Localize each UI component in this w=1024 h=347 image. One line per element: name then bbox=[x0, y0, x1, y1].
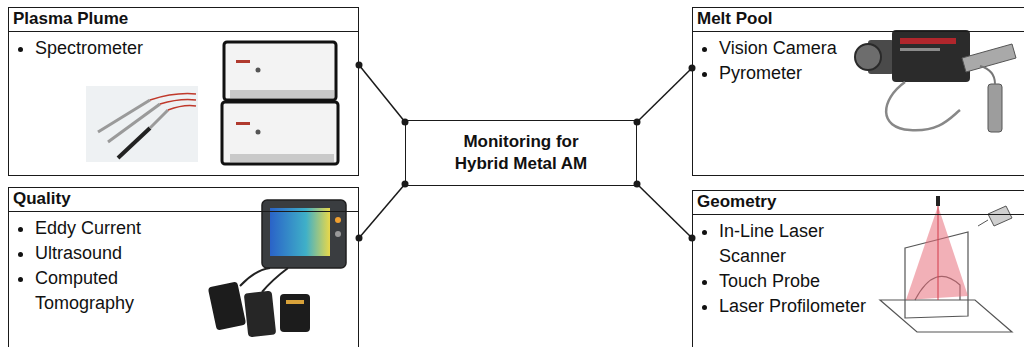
illustration-shape bbox=[150, 110, 168, 128]
ndt-device bbox=[208, 200, 346, 337]
laser-scanner-sketch bbox=[880, 196, 1012, 332]
illustration-shape bbox=[244, 291, 276, 338]
illustration-shape bbox=[230, 154, 334, 162]
illustration-shape bbox=[280, 294, 310, 332]
illustration-shape bbox=[962, 44, 1016, 72]
illustration-shape bbox=[900, 48, 940, 51]
illustration-shape bbox=[108, 104, 160, 142]
illustration-shape bbox=[230, 90, 334, 98]
illustration-shape bbox=[855, 44, 881, 70]
illustration-shape bbox=[286, 300, 304, 304]
connector-line bbox=[637, 184, 692, 238]
illustration-shape bbox=[160, 100, 196, 105]
connector-line bbox=[359, 65, 405, 122]
bullet-item: Pyrometer bbox=[719, 61, 889, 86]
connector-group bbox=[356, 62, 696, 242]
illustration-shape bbox=[988, 84, 1002, 132]
illustration-shape bbox=[978, 220, 988, 226]
bullet-item: Laser Profilometer bbox=[719, 294, 879, 319]
bullet-item: Computed Tomography bbox=[35, 266, 175, 316]
connector-dot bbox=[356, 62, 363, 69]
bullet-list: Spectrometer bbox=[9, 36, 235, 61]
illustration-shape bbox=[118, 128, 150, 158]
illustration-shape bbox=[270, 208, 330, 256]
illustration-shape bbox=[892, 30, 970, 82]
box-heading: Plasma Plume bbox=[9, 8, 358, 32]
illustration-shape bbox=[256, 68, 261, 73]
probe-photo bbox=[86, 86, 198, 162]
illustration-shape bbox=[86, 86, 198, 162]
illustration-shape bbox=[208, 281, 246, 330]
illustration-shape bbox=[988, 206, 1012, 226]
category-box: QualityEddy CurrentUltrasoundComputed To… bbox=[8, 187, 359, 347]
hub-box: Monitoring for Hybrid Metal AM bbox=[405, 120, 637, 186]
bullet-list: Eddy CurrentUltrasoundComputed Tomograph… bbox=[9, 216, 175, 316]
illustration-shape bbox=[980, 66, 995, 84]
connector-line bbox=[637, 68, 692, 122]
bullet-item: Spectrometer bbox=[35, 36, 235, 61]
illustration-shape bbox=[262, 200, 346, 268]
illustration-shape bbox=[886, 82, 960, 130]
illustration-shape bbox=[222, 102, 338, 164]
category-box: Plasma PlumeSpectrometer bbox=[8, 7, 359, 176]
illustration-shape bbox=[236, 60, 250, 63]
connector-dot bbox=[356, 235, 363, 242]
spectrometer-device bbox=[222, 42, 338, 164]
bullet-item: Touch Probe bbox=[719, 269, 879, 294]
category-box: Melt PoolVision CameraPyrometer bbox=[692, 7, 1024, 176]
illustration-shape bbox=[880, 300, 1012, 332]
hub-title: Monitoring for Hybrid Metal AM bbox=[441, 131, 601, 175]
bullet-item: Eddy Current bbox=[35, 216, 175, 241]
illustration-shape bbox=[938, 206, 939, 300]
connector-line bbox=[359, 184, 405, 238]
illustration-shape bbox=[936, 196, 940, 206]
bullet-item: In-Line Laser Scanner bbox=[719, 219, 879, 269]
illustration-shape bbox=[906, 206, 968, 300]
illustration-shape bbox=[240, 268, 270, 286]
bullet-list: In-Line Laser ScannerTouch ProbeLaser Pr… bbox=[693, 219, 879, 319]
box-heading: Melt Pool bbox=[693, 8, 1024, 32]
bullet-item: Ultrasound bbox=[35, 241, 175, 266]
bullet-item: Vision Camera bbox=[719, 36, 889, 61]
illustration-shape bbox=[168, 106, 196, 111]
illustration-shape bbox=[900, 38, 956, 44]
connector-dot bbox=[634, 181, 641, 188]
box-heading: Quality bbox=[9, 188, 358, 212]
illustration-shape bbox=[236, 122, 250, 125]
box-heading: Geometry bbox=[693, 191, 1024, 215]
illustration-shape bbox=[262, 268, 288, 292]
camera-pyrometer bbox=[855, 30, 1016, 132]
illustration-shape bbox=[335, 231, 341, 237]
illustration-shape bbox=[335, 217, 341, 223]
bullet-list: Vision CameraPyrometer bbox=[693, 36, 889, 86]
category-box: GeometryIn-Line Laser ScannerTouch Probe… bbox=[692, 190, 1024, 347]
illustration-shape bbox=[256, 130, 261, 135]
illustration-shape bbox=[224, 42, 336, 100]
